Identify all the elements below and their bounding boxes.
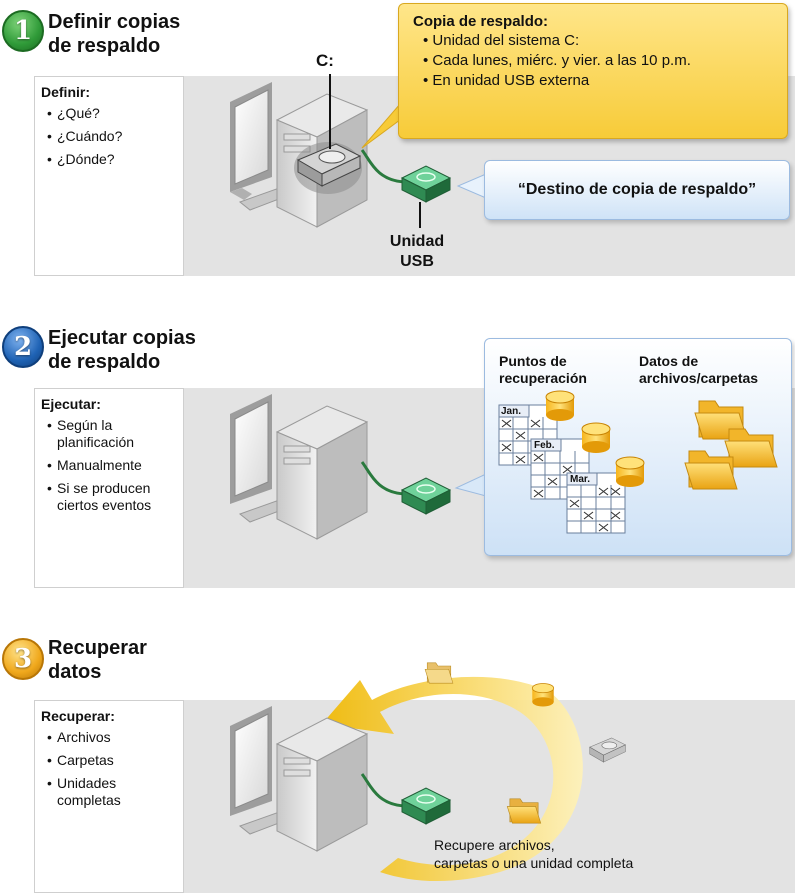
step-2-title: Ejecutar copias de respaldo: [48, 327, 196, 373]
recovery-points-label: Puntos de recuperación: [499, 353, 587, 386]
drive-pointer-line: [329, 74, 331, 149]
backup-contents-callout: Puntos de recuperación Datos de archivos…: [484, 338, 792, 556]
usb-cable: [360, 773, 405, 808]
usb-drive-icon: [400, 787, 452, 825]
step-1-number: 1: [13, 16, 33, 46]
folder-icon: [684, 450, 738, 490]
coins-icon: [531, 683, 555, 707]
step-1-define-box: Definir: ¿Qué? ¿Cuándo? ¿Dónde?: [34, 76, 184, 276]
hard-drive-icon: [294, 142, 362, 194]
calendar-month: Feb.: [534, 440, 555, 451]
list-item: ¿Dónde?: [47, 151, 183, 168]
usb-cable: [360, 461, 405, 496]
list-item: ¿Cuándo?: [47, 128, 183, 145]
step-1-title: Definir copias de respaldo: [48, 11, 181, 57]
list-item: ¿Qué?: [47, 105, 183, 122]
calendar-month: Jan.: [501, 406, 522, 417]
backup-callout-item: • Cada lunes, miérc. y vier. a las 10 p.…: [423, 52, 691, 69]
folder-icon: [724, 428, 778, 468]
folder-icon: [506, 798, 542, 824]
step-3-recover-box: Recuperar: Archivos Carpetas Unidadescom…: [34, 700, 184, 893]
backup-callout-item: • Unidad del sistema C:: [423, 32, 580, 49]
usb-cable: [360, 149, 405, 184]
step-1-list: ¿Qué? ¿Cuándo? ¿Dónde?: [35, 105, 183, 168]
destination-callout: “Destino de copia de respaldo”: [484, 160, 790, 220]
coins-icon: [615, 456, 645, 487]
backup-callout-item: • En unidad USB externa: [423, 72, 590, 89]
usb-pointer-line: [419, 202, 421, 228]
backup-callout: Copia de respaldo: • Unidad del sistema …: [398, 3, 788, 139]
step-1-badge: 1: [2, 10, 44, 52]
step-3-number: 3: [13, 644, 33, 674]
computer-icon: [230, 394, 369, 540]
step-3-badge: 3: [2, 638, 44, 680]
restore-arrow-icon: [322, 676, 583, 882]
file-data-label: Datos de archivos/carpetas: [639, 353, 759, 386]
folder-icon: [424, 662, 454, 684]
usb-drive-icon: [400, 165, 452, 203]
usb-callout-pointer: [454, 473, 487, 497]
hard-drive-icon: [589, 737, 627, 763]
calendar-icon: [530, 438, 590, 500]
list-item: Archivos: [47, 729, 183, 746]
step-3-panel-heading: Recuperar:: [41, 708, 115, 724]
step-1-panel-heading: Definir:: [41, 84, 90, 100]
drive-label: C:: [316, 51, 334, 70]
backup-callout-title: Copia de respaldo:: [413, 13, 549, 30]
calendar-icon: [566, 472, 626, 534]
usb-drive-icon: [400, 477, 452, 515]
usb-label: Unidad USB: [389, 233, 445, 270]
step-2-panel-heading: Ejecutar:: [41, 396, 101, 412]
coins-icon: [581, 422, 611, 453]
restore-caption: Recupere archivos, carpetas o una unidad…: [434, 837, 634, 871]
coins-icon: [545, 390, 575, 421]
calendar-month: Mar.: [570, 474, 591, 485]
computer-icon: [230, 706, 369, 852]
step-2-number: 2: [13, 332, 33, 362]
step-3-title: Recuperar datos: [48, 637, 147, 683]
list-item: Carpetas: [47, 752, 183, 769]
step-2-badge: 2: [2, 326, 44, 368]
list-item: Manualmente: [47, 457, 183, 474]
